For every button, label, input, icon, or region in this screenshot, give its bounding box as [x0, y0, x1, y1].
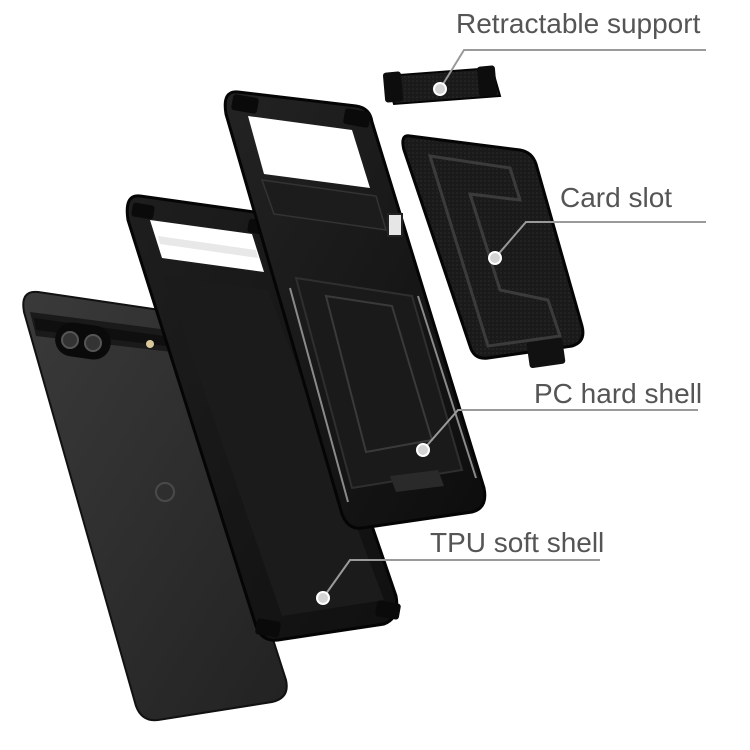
leader-card-slot	[494, 221, 706, 259]
label-pc-hard-shell: PC hard shell	[534, 378, 703, 409]
leader-tpu-soft-shell	[322, 559, 600, 599]
dot-pc-hard-shell	[416, 443, 430, 457]
camera-bar	[55, 322, 154, 360]
card-slot-part	[401, 134, 585, 368]
label-tpu-soft-shell: TPU soft shell	[430, 527, 605, 558]
label-card-slot: Card slot	[560, 182, 673, 213]
dot-card-slot	[488, 251, 502, 265]
label-retractable-support: Retractable support	[456, 8, 701, 39]
leader-pc-hard-shell	[422, 409, 698, 451]
leader-dots	[316, 82, 502, 605]
leader-retractable-support	[439, 49, 706, 90]
pc-hard-shell	[223, 90, 487, 530]
brand-logo-icon	[155, 482, 175, 502]
phone-body	[22, 290, 288, 722]
leader-lines	[322, 49, 706, 599]
dot-tpu-soft-shell	[316, 591, 330, 605]
dot-retractable-support	[433, 82, 447, 96]
